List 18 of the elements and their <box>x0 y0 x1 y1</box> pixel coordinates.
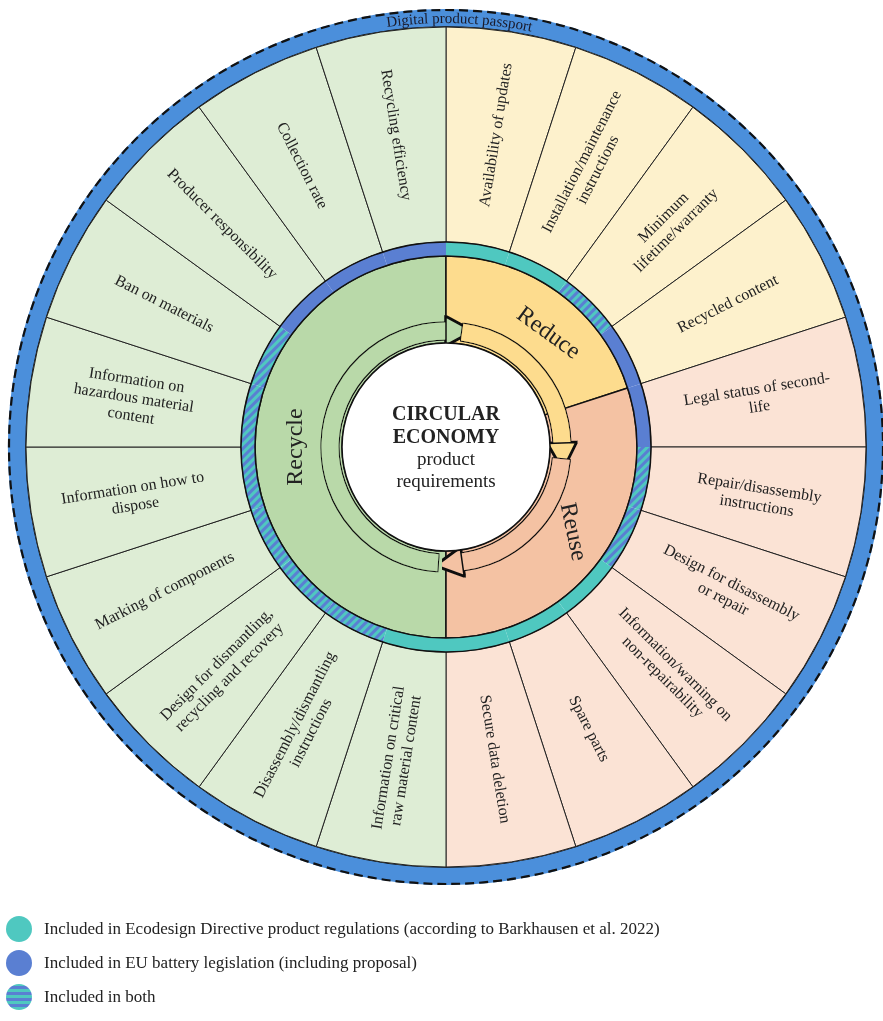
requirement-label: Secure data deletion <box>476 693 515 825</box>
passport-band <box>7 8 883 886</box>
strategy-label: Reuse <box>555 500 594 563</box>
band-title: Digital product passport <box>385 10 534 35</box>
center-subtitle: product requirements <box>395 448 497 492</box>
requirement-label: Information on hazardous material content <box>71 362 197 429</box>
requirement-label: Recycling efficiency <box>377 68 416 202</box>
strategy-label: Recycle <box>280 408 307 486</box>
requirement-label: Information on critical raw material content <box>366 683 425 833</box>
legend-label: Included in Ecodesign Directive product regulations (according to Barkhausen et al. 2022) <box>44 919 660 939</box>
legend-label: Included in EU battery legislation (including proposal) <box>44 953 417 973</box>
legend-label: Included in both <box>44 987 156 1007</box>
requirement-label: Availability of updates <box>475 61 516 209</box>
requirement-label: Information on how to dispose <box>58 466 207 519</box>
requirement-label: Legal status of second-life <box>681 367 833 419</box>
requirement-label: Spare parts <box>565 692 614 765</box>
cycle-arrow <box>436 457 570 577</box>
center-title: CIRCULAR ECONOMY <box>391 402 501 449</box>
